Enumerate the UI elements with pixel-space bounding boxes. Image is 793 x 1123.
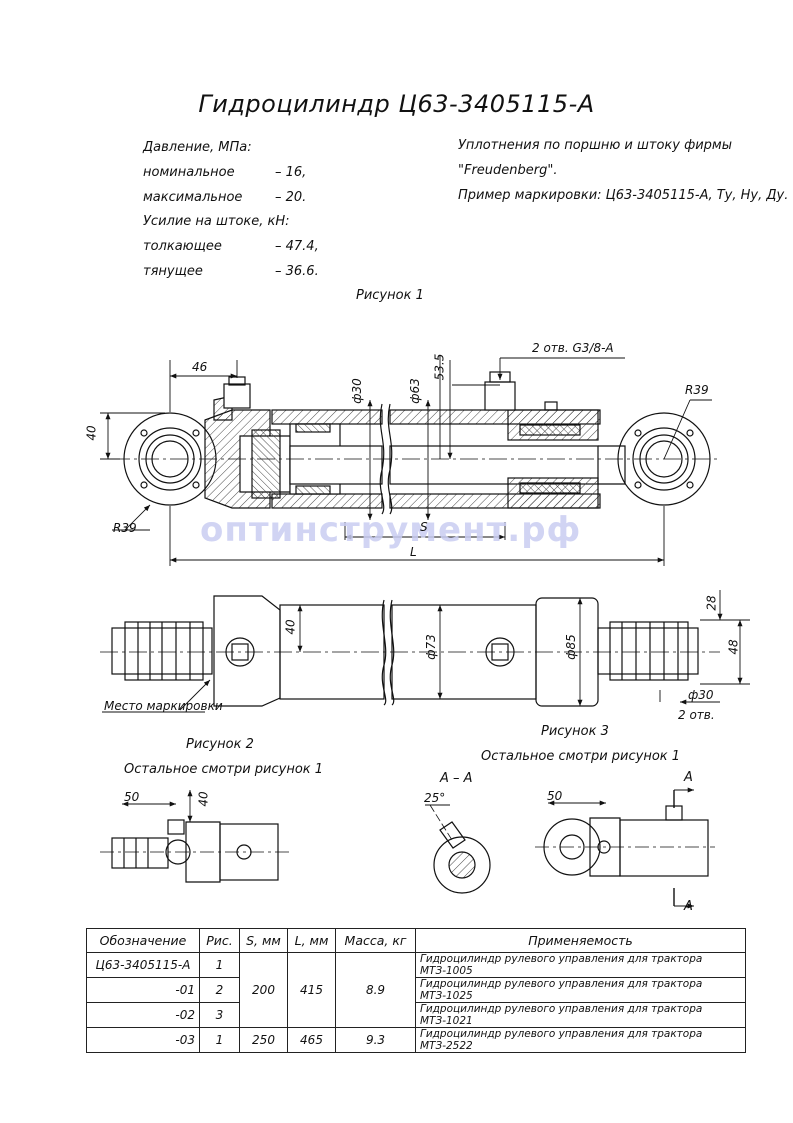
notes-line-3: Пример маркировки: Ц63-3405115-А, Ту, Ну… <box>458 188 789 203</box>
cell-use: Гидроцилиндр рулевого управления для тра… <box>415 1027 746 1053</box>
pull-value: – 36.6. <box>275 264 319 279</box>
nominal-value: – 16, <box>275 165 307 180</box>
dim-ports: 2 отв. G3/8-А <box>532 341 614 355</box>
dim-phi30-exterior: ф30 <box>688 688 714 702</box>
col-header-s: S, мм <box>239 928 288 953</box>
pressure-header: Давление, МПа: <box>143 140 252 155</box>
cell-s-group1: 200 <box>239 952 288 1028</box>
col-header-designation: Обозначение <box>86 928 200 953</box>
table-row: -03 1 250 465 9.3 Гидроцилиндр рулевого … <box>86 1027 746 1053</box>
cell-use: Гидроцилиндр рулевого управления для тра… <box>415 1002 746 1028</box>
cell-mass-group1: 8.9 <box>335 952 416 1028</box>
cell-code: -03 <box>86 1027 200 1053</box>
fig1-caption: Рисунок 1 <box>356 288 424 303</box>
dim-phi73: ф73 <box>423 634 438 660</box>
spec-table: Обозначение Рис. S, мм L, мм Масса, кг П… <box>86 928 746 1053</box>
col-header-l: L, мм <box>287 928 336 953</box>
cell-fig: 1 <box>199 952 240 978</box>
dim-53-5: 53.5 <box>432 353 447 381</box>
cell-l-group1: 415 <box>287 952 336 1028</box>
dim-40-fig2: 40 <box>196 791 211 807</box>
dim-48: 48 <box>726 639 741 655</box>
dim-2-holes: 2 отв. <box>678 708 715 722</box>
push-label: толкающее <box>143 239 222 254</box>
watermark: оптинструмент.рф <box>200 510 582 550</box>
force-header: Усилие на штоке, кН: <box>143 214 290 229</box>
section-marker-bottom: А <box>684 899 693 914</box>
cell-fig: 2 <box>199 977 240 1003</box>
fig2-drawing <box>100 790 290 883</box>
cell-use: Гидроцилиндр рулевого управления для тра… <box>415 977 746 1003</box>
dim-46: 46 <box>192 360 208 374</box>
dim-40-exterior: 40 <box>283 619 298 635</box>
dim-r39-right: R39 <box>685 383 709 397</box>
dim-40: 40 <box>84 425 99 441</box>
nominal-label: номинальное <box>143 165 235 180</box>
cell-s-group2: 250 <box>239 1027 288 1053</box>
table-row: -02 3 Гидроцилиндр рулевого управления д… <box>86 1002 746 1028</box>
cell-l-group2: 465 <box>287 1027 336 1053</box>
dim-50-fig2: 50 <box>124 790 140 804</box>
page-title: Гидроцилиндр Ц63-3405115-А <box>198 90 595 118</box>
dim-phi85: ф85 <box>563 634 578 660</box>
col-header-applicability: Применяемость <box>415 928 746 953</box>
dim-phi63: ф63 <box>407 378 422 404</box>
fig2-note: Остальное смотри рисунок 1 <box>124 762 324 777</box>
max-value: – 20. <box>275 190 307 205</box>
fig3-note: Остальное смотри рисунок 1 <box>481 749 681 764</box>
cell-mass-group2: 9.3 <box>335 1027 416 1053</box>
marking-place-label: Место маркировки <box>104 699 223 713</box>
section-a-a-label: А – А <box>440 771 473 786</box>
table-row: -01 2 Гидроцилиндр рулевого управления д… <box>86 977 746 1003</box>
fig1-exterior-dimensions <box>102 590 750 713</box>
col-header-mass: Масса, кг <box>335 928 416 953</box>
cell-code: -02 <box>86 1002 200 1028</box>
push-value: – 47.4, <box>275 239 319 254</box>
fig2-caption: Рисунок 2 <box>186 737 254 752</box>
cell-fig: 3 <box>199 1002 240 1028</box>
cell-code: Ц63-3405115-А <box>86 952 200 978</box>
col-header-fig: Рис. <box>199 928 240 953</box>
dim-s: S <box>420 520 428 534</box>
pull-label: тянущее <box>143 264 203 279</box>
notes-line-1: Уплотнения по поршню и штоку фирмы <box>458 138 732 153</box>
section-marker-top: А <box>684 770 693 785</box>
dim-r39-left: R39 <box>113 521 137 535</box>
fig1-cylinder-section <box>112 371 720 515</box>
dim-phi30: ф30 <box>349 378 364 404</box>
cell-code: -01 <box>86 977 200 1003</box>
table-header-row: Обозначение Рис. S, мм L, мм Масса, кг П… <box>86 928 746 953</box>
dim-angle-25: 25° <box>424 791 446 805</box>
section-a-a-drawing <box>425 804 491 894</box>
fig3-caption: Рисунок 3 <box>541 724 609 739</box>
max-label: максимальное <box>143 190 243 205</box>
fig3-drawing <box>535 787 715 909</box>
dim-l: L <box>410 545 417 559</box>
table-row: Ц63-3405115-А 1 200 415 8.9 Гидроцилиндр… <box>86 952 746 1028</box>
fig1-dimensions <box>100 355 712 566</box>
dim-50-fig3: 50 <box>547 789 563 803</box>
notes-line-2: "Freudenberg". <box>458 163 558 178</box>
cell-fig: 1 <box>199 1027 240 1053</box>
cell-use: Гидроцилиндр рулевого управления для тра… <box>415 952 746 978</box>
fig1-cylinder-exterior <box>100 595 720 707</box>
dim-28: 28 <box>704 595 719 611</box>
